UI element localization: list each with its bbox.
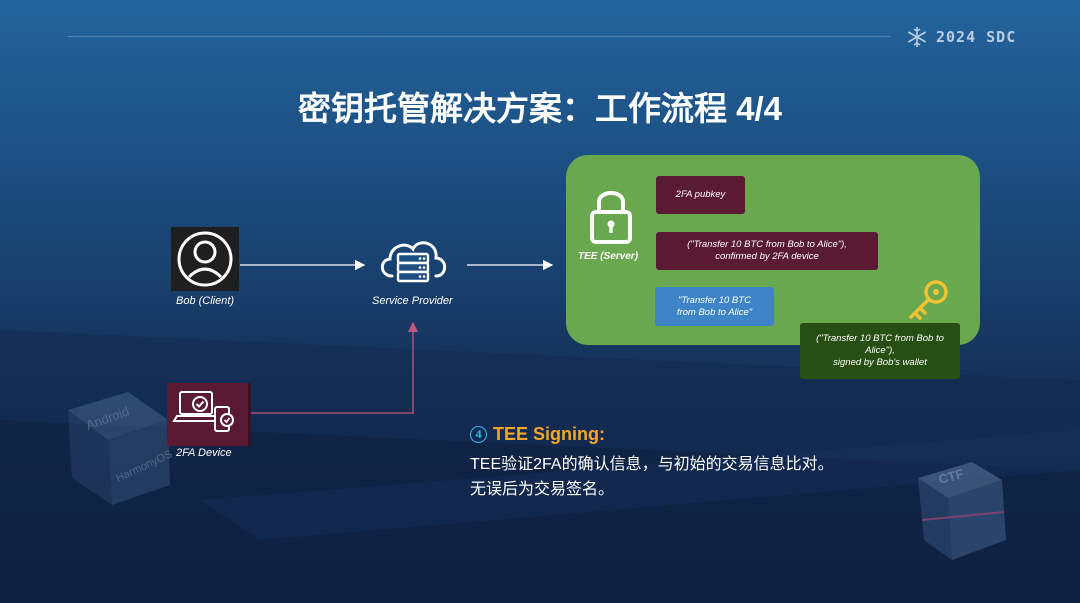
svg-text:HarmonyOS: HarmonyOS bbox=[114, 448, 174, 484]
transaction-request-box: "Transfer 10 BTC from Bob to Alice" bbox=[655, 287, 774, 326]
confirmed-transaction-line1: ("Transfer 10 BTC from Bob to Alice"), bbox=[687, 239, 847, 250]
transaction-request-line1: "Transfer 10 BTC bbox=[678, 294, 751, 306]
signed-transaction-line2: Alice"), bbox=[865, 345, 895, 356]
2fa-pubkey-text: 2FA pubkey bbox=[675, 189, 726, 200]
signed-transaction-line1: ("Transfer 10 BTC from Bob to bbox=[816, 333, 944, 344]
service-provider-node bbox=[376, 232, 450, 288]
confirmed-transaction-line2: confirmed by 2FA device bbox=[715, 251, 819, 262]
android-cube-decoration: Android HarmonyOS bbox=[68, 392, 174, 505]
step-description-line1: TEE验证2FA的确认信息，与初始的交易信息比对。 bbox=[470, 456, 834, 473]
laptop-phone-check-icon bbox=[172, 391, 234, 432]
svg-text:Android: Android bbox=[84, 403, 131, 432]
client-label: Bob (Client) bbox=[176, 295, 235, 307]
tee-server-label: TEE (Server) bbox=[578, 251, 639, 262]
step-description-line2: 无误后为交易签名。 bbox=[470, 481, 615, 498]
step-heading-text: TEE Signing: bbox=[493, 424, 605, 444]
svg-text:CTF: CTF bbox=[937, 466, 965, 487]
step-heading: 4 TEE Signing: bbox=[470, 424, 605, 445]
logo-text: 2024 SDC bbox=[936, 28, 1017, 46]
snowflake-icon bbox=[907, 27, 927, 47]
transaction-request-line2: from Bob to Alice" bbox=[676, 306, 753, 318]
header-divider bbox=[68, 36, 890, 37]
confirmed-transaction-box: ("Transfer 10 BTC from Bob to Alice"), c… bbox=[656, 232, 878, 270]
service-provider-label: Service Provider bbox=[372, 295, 453, 307]
user-avatar-icon bbox=[177, 231, 233, 287]
slide-title: 密钥托管解决方案：工作流程 4/4 bbox=[297, 90, 783, 127]
key-icon bbox=[909, 280, 948, 320]
2fa-device-label: 2FA Device bbox=[176, 447, 232, 459]
sdc-logo: 2024 SDC bbox=[906, 26, 1016, 48]
2fa-pubkey-box: 2FA pubkey bbox=[656, 176, 745, 214]
ctf-cube-decoration: CTF bbox=[918, 462, 1006, 560]
2fa-device-node bbox=[167, 383, 248, 446]
cloud-server-icon bbox=[380, 241, 447, 283]
signed-transaction-box: ("Transfer 10 BTC from Bob to Alice"), s… bbox=[800, 323, 960, 379]
step-number-badge: 4 bbox=[470, 426, 487, 443]
arrow-device-to-provider bbox=[250, 321, 419, 414]
lock-icon bbox=[590, 191, 632, 244]
signed-transaction-line3: signed by Bob's wallet bbox=[833, 357, 927, 368]
client-node bbox=[171, 227, 239, 291]
